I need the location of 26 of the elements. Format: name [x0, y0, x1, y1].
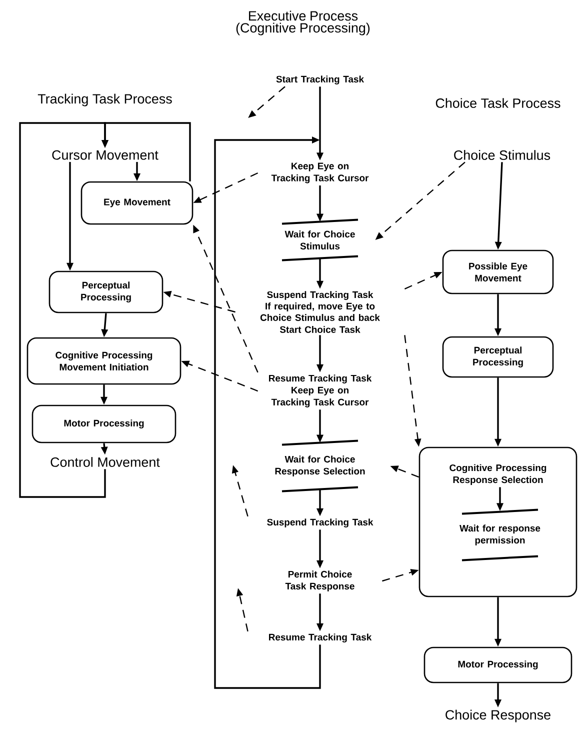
process-box: Perceptual Processing	[48, 270, 164, 314]
process-box: Cognitive Processing Movement Initiation	[26, 337, 182, 385]
step-label: Suspend Tracking Task If required, move Eye to Choice Stimulus and back Start Choice Task	[260, 291, 380, 333]
step-label: Keep Eye on Tracking Task Cursor	[271, 162, 369, 184]
state-label: Cursor Movement	[52, 150, 158, 160]
wait-step: Wait for response permission	[460, 508, 540, 562]
process-box: Eye Movement	[80, 181, 194, 225]
loop-arrow	[19, 122, 109, 498]
step-label: Suspend Tracking Task	[267, 518, 374, 528]
step-label: Start Tracking Task	[276, 76, 364, 84]
state-label: Control Movement	[50, 457, 160, 467]
process-box: Motor Processing	[424, 646, 572, 684]
section-heading: Tracking Task Process	[38, 94, 172, 106]
state-label: Choice Response	[446, 710, 550, 722]
loop-arrow	[214, 136, 321, 689]
step-label: Permit Choice Task Response	[285, 570, 354, 592]
wait-step: Wait for Choice Response Selection	[275, 440, 365, 492]
step-label: Resume Tracking Task Keep Eye on Tracking Task Cursor	[269, 374, 372, 408]
wait-step: Wait for Choice Stimulus	[282, 218, 358, 262]
step-label: Resume Tracking Task	[269, 634, 372, 642]
title: Executive Process (Cognitive Processing)	[236, 10, 370, 36]
state-label: Choice Stimulus	[454, 150, 550, 160]
section-heading: Choice Task Process	[436, 98, 560, 108]
process-box: Motor Processing	[32, 404, 176, 444]
process-box: Perceptual Processing	[442, 336, 554, 378]
process-box: Possible Eye Movement	[442, 250, 554, 294]
